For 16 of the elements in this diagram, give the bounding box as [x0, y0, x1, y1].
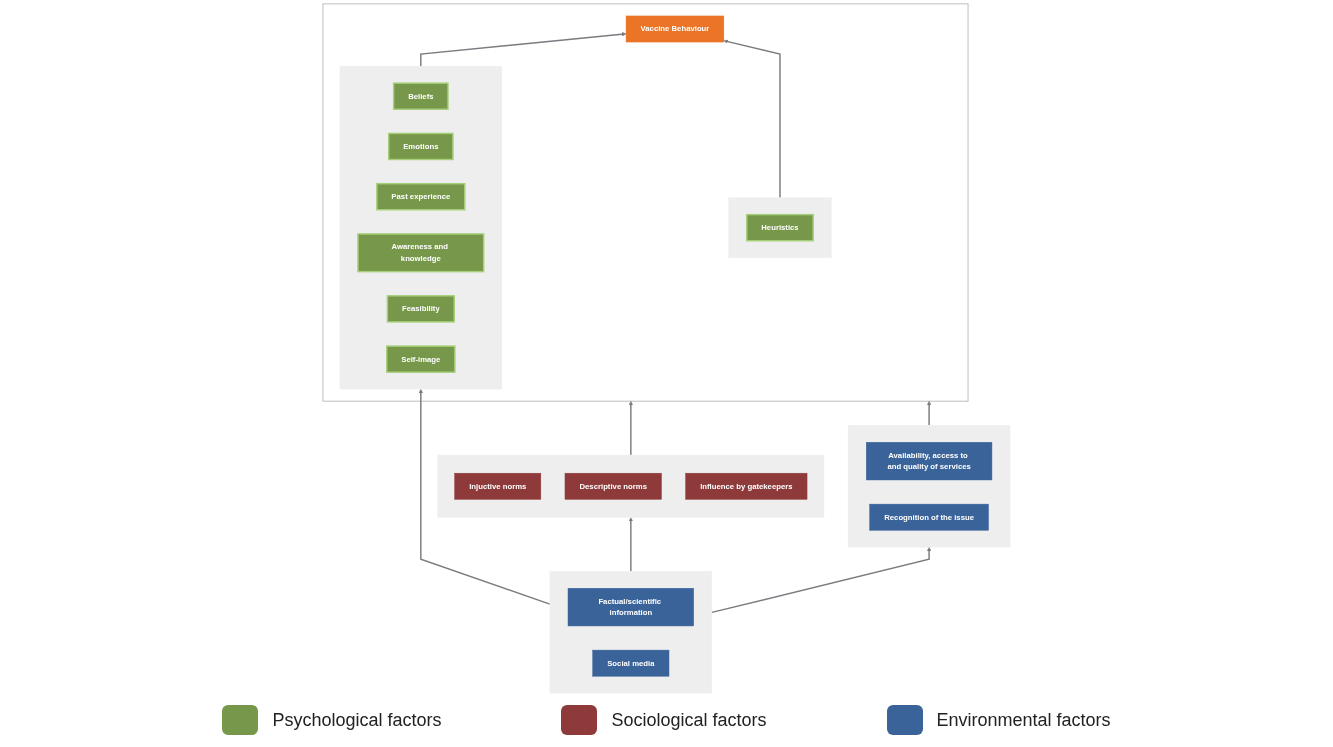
legend-label: Sociological factors — [611, 709, 767, 731]
legend-label: Environmental factors — [936, 709, 1111, 731]
arrow — [711, 546, 932, 614]
arrow — [723, 39, 781, 199]
cluster — [339, 66, 502, 390]
arrow — [628, 517, 633, 573]
cluster — [728, 197, 832, 258]
cluster — [322, 3, 969, 402]
arrow — [420, 32, 627, 67]
arrow — [418, 388, 551, 605]
legend-label: Psychological factors — [272, 709, 442, 731]
cluster — [549, 571, 713, 694]
arrow — [628, 401, 633, 456]
arrow — [926, 401, 932, 427]
cluster — [437, 454, 825, 518]
cluster — [847, 425, 1011, 548]
